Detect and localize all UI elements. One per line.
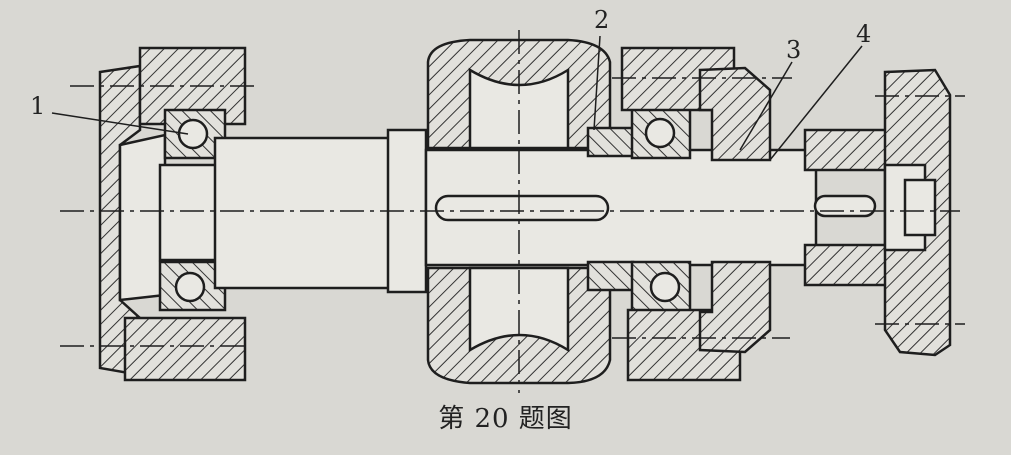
leader-line-2 <box>593 35 601 131</box>
callout-2: 2 <box>594 6 610 34</box>
gear-hub <box>426 38 612 385</box>
callout-4: 4 <box>856 20 872 48</box>
spacer-sleeve <box>586 126 635 292</box>
left-housing-lower <box>123 316 247 382</box>
shaft <box>213 128 877 294</box>
leader-line-1 <box>51 112 189 135</box>
callout-3: 3 <box>786 36 802 64</box>
callout-1: 1 <box>30 92 46 120</box>
figure-caption: 第 20 题图 <box>438 404 573 434</box>
leader-line-4 <box>769 45 863 161</box>
leader-line-3 <box>739 61 793 151</box>
coupling <box>803 68 952 357</box>
right-end-cap <box>698 66 772 354</box>
left-bearing <box>158 108 227 312</box>
